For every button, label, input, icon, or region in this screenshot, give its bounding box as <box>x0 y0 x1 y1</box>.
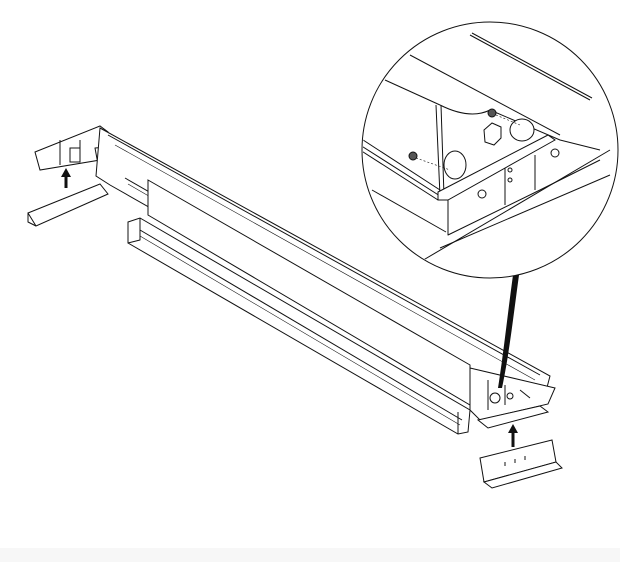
left-end-plate <box>27 183 109 227</box>
detail-magnifier <box>361 21 619 279</box>
right-end-assembly <box>469 367 556 429</box>
arrow-up-icon <box>508 424 518 447</box>
detail-leader <box>498 268 520 388</box>
arrow-up-icon <box>61 168 71 188</box>
footer-band <box>0 548 620 562</box>
fixture-diffuser <box>127 217 471 435</box>
right-end-plate <box>479 439 563 489</box>
